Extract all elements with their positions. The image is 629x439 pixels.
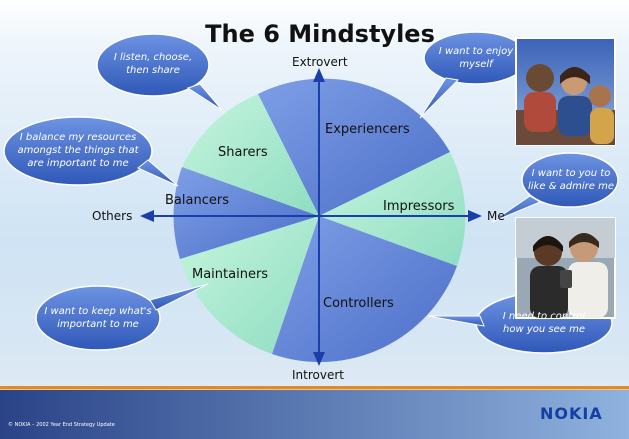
axes [140,68,482,366]
bubble-line: how you see me [503,324,585,335]
bubble-text-sharers: I listen, choose, then share [103,51,203,77]
bubble-line: are important to me [27,158,129,169]
bubble-experiencers [419,31,529,119]
axis-label-top: Extrovert [292,55,348,69]
bubble-line: I want to keep what's [44,306,152,317]
bubble-line: important to me [57,319,139,330]
segment-label-experiencers: Experiencers [325,122,410,137]
segment-label-controllers: Controllers [323,296,394,311]
slide-title: The 6 Mindstyles [205,20,435,48]
bubble-text-controllers: I need to control how you see me [484,310,604,336]
segment-label-balancers: Balancers [165,193,229,208]
axis-label-right: Me [487,209,505,223]
couple-photo [515,217,616,319]
bubble-text-experiencers: I want to enjoy myself [430,45,522,71]
footer-band [0,388,629,439]
segment-maintainers [180,216,319,354]
bubble-text-balancers: I balance my resources amongst the thing… [4,131,152,170]
bubble-impressors [491,152,619,223]
bubble-sharers [96,33,223,111]
segment-label-sharers: Sharers [218,145,268,160]
bubble-line: I want to you to [531,168,611,179]
segment-impressors [319,152,466,266]
bubble-line: amongst the things that [17,145,139,156]
bubble-line: like & admire me [528,181,614,192]
bubble-line: I balance my resources [19,132,137,143]
bubble-maintainers [35,283,209,351]
bubble-line: myself [459,59,493,70]
nokia-logo: NOKIA [540,404,603,423]
segment-experiencers [258,78,450,216]
segment-label-impressors: Impressors [383,199,455,214]
bubble-line: then share [126,65,180,76]
bubble-balancers [3,116,179,187]
bubble-text-impressors: I want to you to like & admire me [526,167,616,193]
group-photo [515,37,616,146]
bubble-line: I listen, choose, [113,52,193,63]
segment-balancers [173,167,319,259]
axis-label-left: Others [92,209,133,223]
footer-text: © NOKIA – 2002 Year End Strategy Update [8,422,115,428]
bubble-line: I want to enjoy [438,46,514,57]
axis-label-bottom: Introvert [292,368,344,382]
bubble-text-maintainers: I want to keep what's important to me [40,305,156,331]
bubble-line: I need to control [502,311,586,322]
segment-sharers [182,94,319,216]
segment-label-maintainers: Maintainers [192,267,269,282]
